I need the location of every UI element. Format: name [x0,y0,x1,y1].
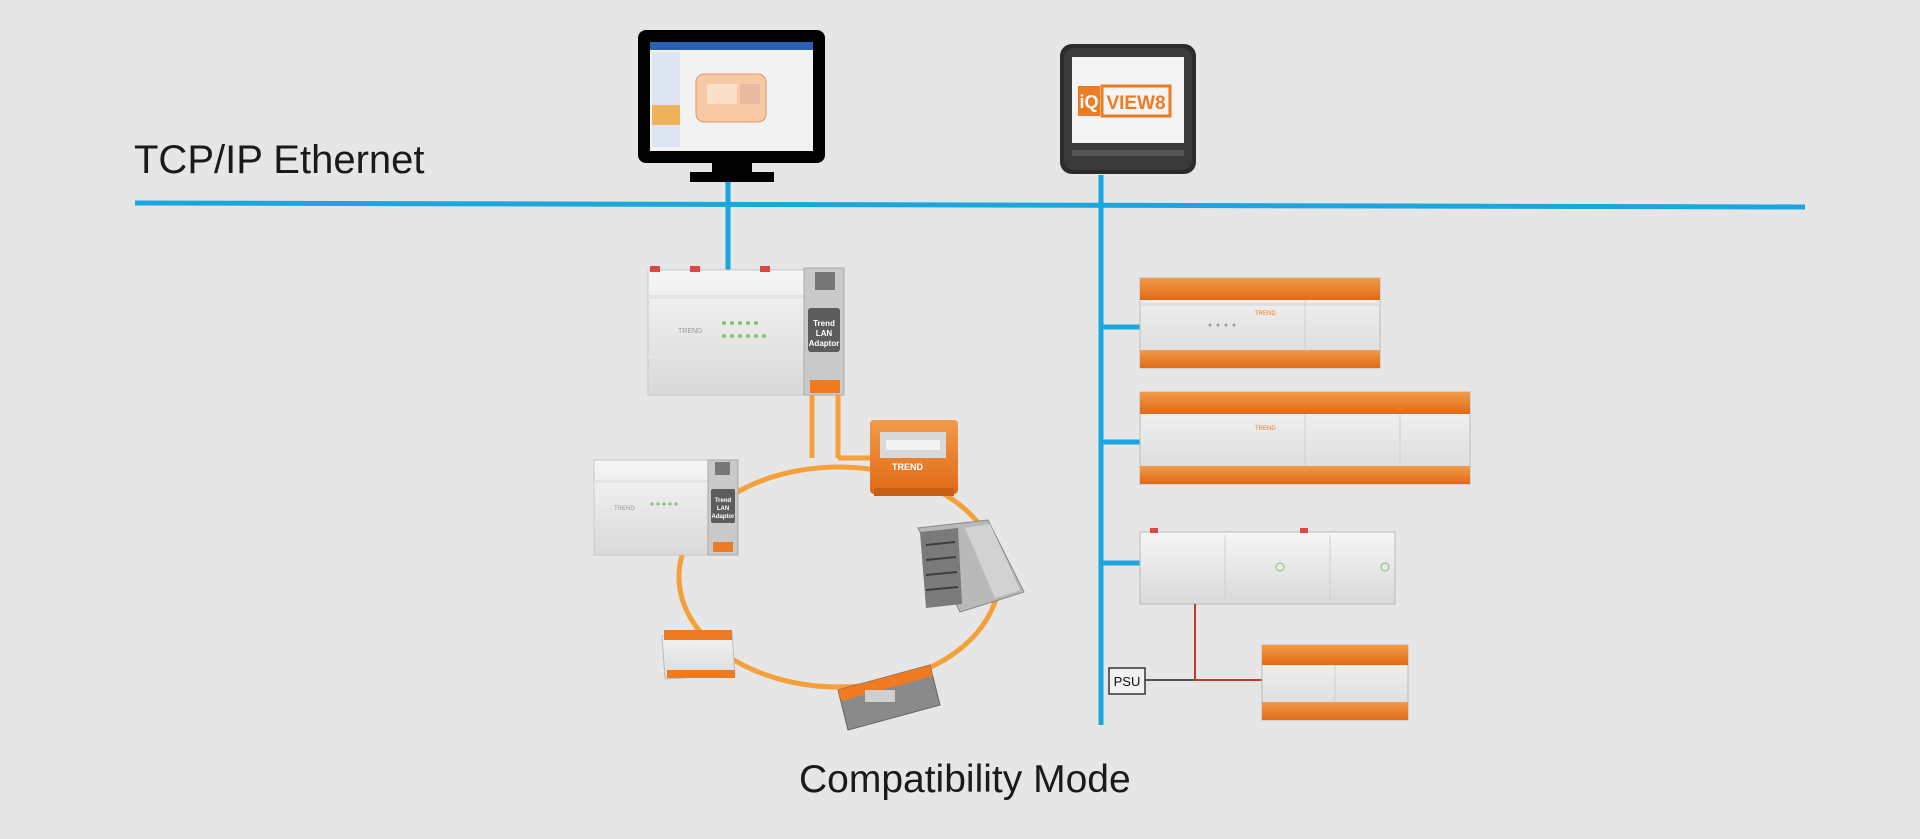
controller-with-lan-adaptor-2: TREND Trend LAN Adaptor [593,459,739,556]
lan-adaptor-2-line2: LAN [717,506,729,512]
controller-brand: TREND [892,462,923,472]
lan-adaptor-2-line3: Adaptor [712,514,736,520]
lan-adaptor-1-line3: Adaptor [809,339,840,348]
ethernet-label: TCP/IP Ethernet [134,138,425,182]
psu-wiring [1145,604,1265,681]
small-io-module-bottom [837,664,941,731]
lan-adaptor-1-line1: Trend [813,319,835,328]
controller-brand: TREND [614,506,635,512]
lan-adaptor-2-line1: Trend [715,498,732,504]
iqview8-brand-iq: iQ [1079,92,1098,112]
controller-brand: TREND [678,328,702,335]
iqview8-brand-view8: VIEW8 [1106,93,1165,114]
iq4e-controller-grey [1139,528,1396,605]
ethernet-backbone [134,175,1806,725]
iq4-controller-top: TREND [1139,277,1381,369]
psu-label: PSU [1114,674,1141,689]
iq4-controller-wide: TREND [1139,391,1471,485]
open-controller-module [917,519,1025,613]
controller-brand: TREND [1255,311,1276,317]
small-io-module-left [661,630,736,680]
controller-with-lan-adaptor-1: TREND Trend LAN Adaptor [647,266,845,396]
psu-box: PSU [1108,667,1146,695]
compatibility-mode-label: Compatibility Mode [799,758,1131,801]
iqview8-touchscreen: iQ VIEW8 [1060,44,1196,174]
orange-display-controller: TREND [870,420,958,496]
controller-brand: TREND [1255,426,1276,432]
supervisor-monitor-icon [638,30,825,182]
lan-adaptor-1-line2: LAN [816,329,833,338]
io-module-psu-fed [1261,644,1409,721]
